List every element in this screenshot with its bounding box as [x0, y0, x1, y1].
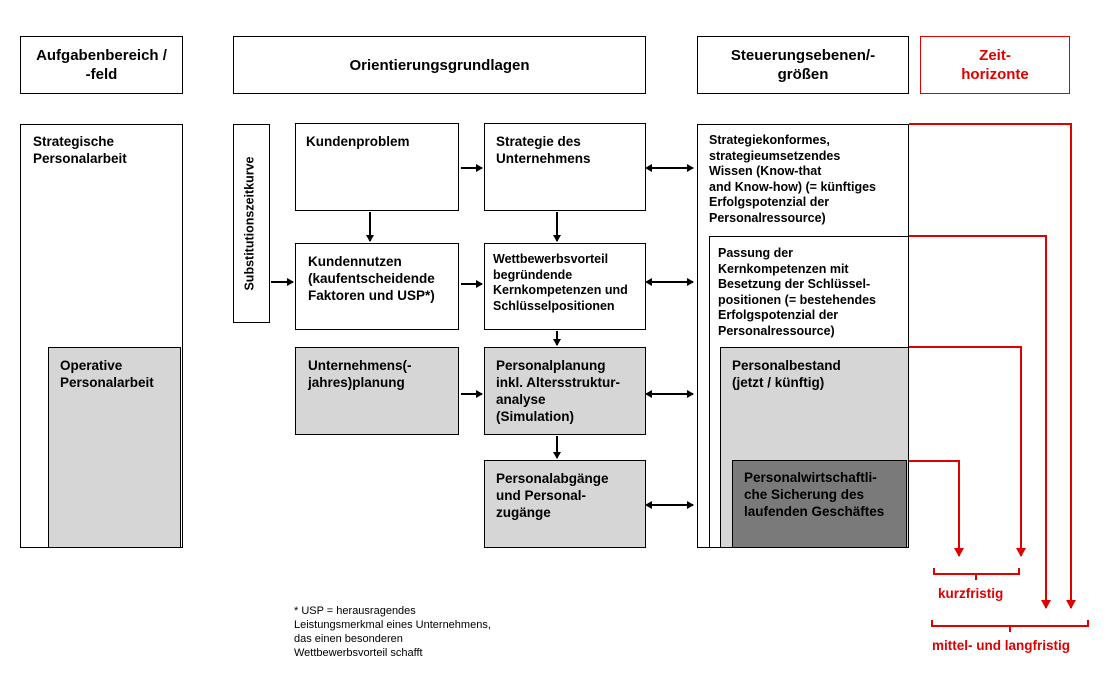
brace-short — [933, 568, 1020, 580]
abgaenge-label: Personalabgänge und Personal- zugänge — [496, 471, 609, 520]
wettbewerb-label: Wettbewerbsvorteil begründende Kernkompe… — [493, 252, 628, 313]
kundennutzen-label: Kundennutzen (kaufentscheidende Faktoren… — [308, 254, 435, 303]
unternehmensplanung-label: Unternehmens(- jahres)planung — [308, 358, 412, 390]
header-orientation-label: Orientierungsgrundlagen — [349, 56, 530, 74]
operative-area-label: Operative Personalarbeit — [60, 358, 154, 390]
kundennutzen-box — [295, 243, 459, 330]
footnote: * USP = herausragendes Leistungsmerkmal … — [294, 605, 491, 659]
personalplanung-box — [484, 347, 646, 435]
header-control-label: Steuerungsebenen/- größen — [730, 47, 876, 83]
sicherung-label: Personalwirtschaftli- che Sicherung des … — [744, 470, 885, 519]
strategie-label: Strategie des Unternehmens — [496, 134, 591, 166]
bestand-label: Personalbestand (jetzt / künftig) — [732, 358, 841, 390]
time-label-short: kurzfristig — [938, 586, 1004, 601]
header-area: Aufgabenbereich / -feld — [20, 36, 183, 94]
strategic-area-label: Strategische Personalarbeit — [33, 134, 127, 166]
kundenproblem-label: Kundenproblem — [306, 134, 410, 149]
time-label-long: mittel- und langfristig — [932, 638, 1070, 653]
wissen-label: Strategiekonformes, strategieumsetzendes… — [709, 133, 877, 225]
header-orientation: Orientierungsgrundlagen — [233, 36, 646, 94]
substitution-box — [233, 124, 270, 323]
operative-area-box — [48, 347, 181, 548]
strategie-box — [484, 123, 646, 211]
brace-long — [931, 620, 1089, 632]
red-line-wissen — [909, 123, 1076, 609]
red-line-sicherung — [909, 460, 964, 557]
passung-label: Passung der Kernkompetenzen mit Besetzun… — [718, 246, 877, 338]
sicherung-box — [732, 460, 907, 548]
wettbewerb-box — [484, 243, 646, 330]
kundenproblem-box — [295, 123, 459, 211]
abgaenge-box — [484, 460, 646, 548]
unternehmensplanung-box — [295, 347, 459, 435]
header-time-label: Zeit- horizonte — [961, 47, 1029, 83]
personalplanung-label: Personalplanung inkl. Altersstruktur- an… — [496, 358, 621, 424]
header-area-label: Aufgabenbereich / -feld — [36, 47, 167, 83]
red-line-passung — [909, 235, 1051, 609]
red-line-bestand — [909, 346, 1026, 557]
header-control: Steuerungsebenen/- größen — [697, 36, 909, 94]
header-time: Zeit- horizonte — [920, 36, 1070, 94]
